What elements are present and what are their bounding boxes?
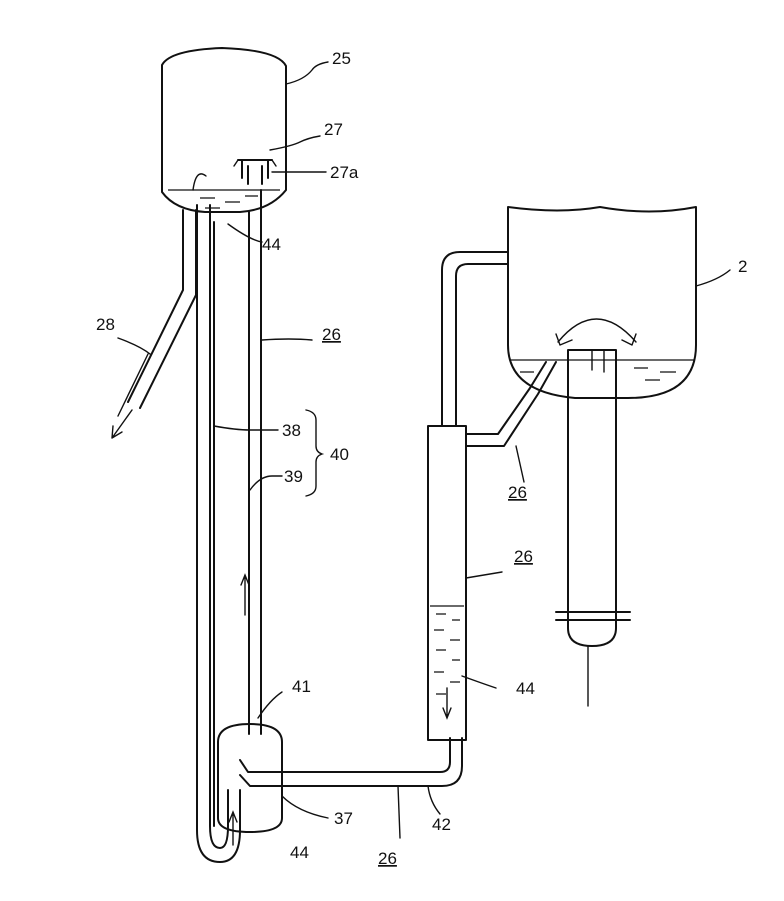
label-37: 37 <box>334 809 353 828</box>
label-27: 27 <box>324 120 343 139</box>
label-42: 42 <box>432 815 451 834</box>
label-38: 38 <box>282 421 301 440</box>
label-44-top: 44 <box>262 235 281 254</box>
label-28: 28 <box>96 315 115 334</box>
label-26-branch: 26 <box>508 483 527 502</box>
label-44-lower: 44 <box>290 843 309 862</box>
nozzle <box>234 160 276 184</box>
bottom-pipe <box>240 738 462 786</box>
right-column <box>428 252 556 740</box>
label-26-upper: 26 <box>322 325 341 344</box>
label-39: 39 <box>284 467 303 486</box>
right-vessel <box>508 207 696 706</box>
label-2: 2 <box>738 257 747 276</box>
label-26-bottom: 26 <box>378 849 397 868</box>
label-44-column: 44 <box>516 679 535 698</box>
label-40: 40 <box>330 445 349 464</box>
vertical-tubes <box>197 190 261 862</box>
label-27a: 27a <box>330 163 359 182</box>
labels: 25 27 27a 44 28 26 38 40 39 41 37 44 42 … <box>96 49 747 868</box>
outlet-pipe <box>112 210 196 438</box>
label-25: 25 <box>332 49 351 68</box>
label-26-column: 26 <box>514 547 533 566</box>
upper-tank <box>162 48 286 212</box>
label-41: 41 <box>292 677 311 696</box>
